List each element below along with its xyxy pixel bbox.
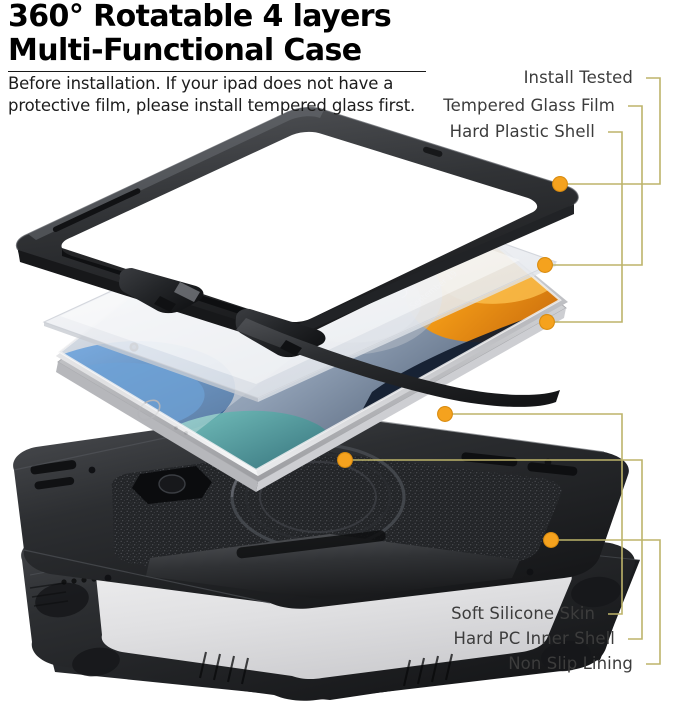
dot-hard-pc-inner-shell[interactable] bbox=[337, 452, 353, 468]
callout-label-hard-pc-inner-shell: Hard PC Inner Shell bbox=[453, 629, 615, 648]
callout-label-install-tested: Install Tested bbox=[523, 68, 633, 87]
callout-label-soft-silicone-skin: Soft Silicone Skin bbox=[451, 604, 595, 623]
title-line-1: 360° Rotatable 4 layers bbox=[8, 0, 392, 34]
subtitle-line-2: protective film, please install tempered… bbox=[8, 96, 416, 116]
callout-dots bbox=[337, 176, 568, 548]
leader-hard-plastic-shell bbox=[547, 131, 623, 323]
layer-hard-plastic-shell bbox=[15, 106, 579, 407]
subtitle-line-1: Before installation. If your ipad does n… bbox=[8, 74, 394, 94]
callout-label-non-slip-lining: Non Slip Lining bbox=[508, 654, 633, 673]
dot-tempered-glass-film[interactable] bbox=[537, 257, 553, 273]
callout-label-hard-plastic-shell: Hard Plastic Shell bbox=[449, 122, 595, 141]
callout-label-tempered-glass-film: Tempered Glass Film bbox=[443, 96, 615, 115]
dot-hard-plastic-shell[interactable] bbox=[539, 314, 555, 330]
header-block: 360° Rotatable 4 layers Multi-Functional… bbox=[8, 0, 438, 116]
dot-non-slip-lining[interactable] bbox=[543, 532, 559, 548]
header-divider bbox=[8, 71, 426, 73]
title-line-2: Multi-Functional Case bbox=[8, 33, 362, 68]
dot-soft-silicone-skin[interactable] bbox=[437, 406, 453, 422]
dot-install-tested[interactable] bbox=[552, 176, 568, 192]
